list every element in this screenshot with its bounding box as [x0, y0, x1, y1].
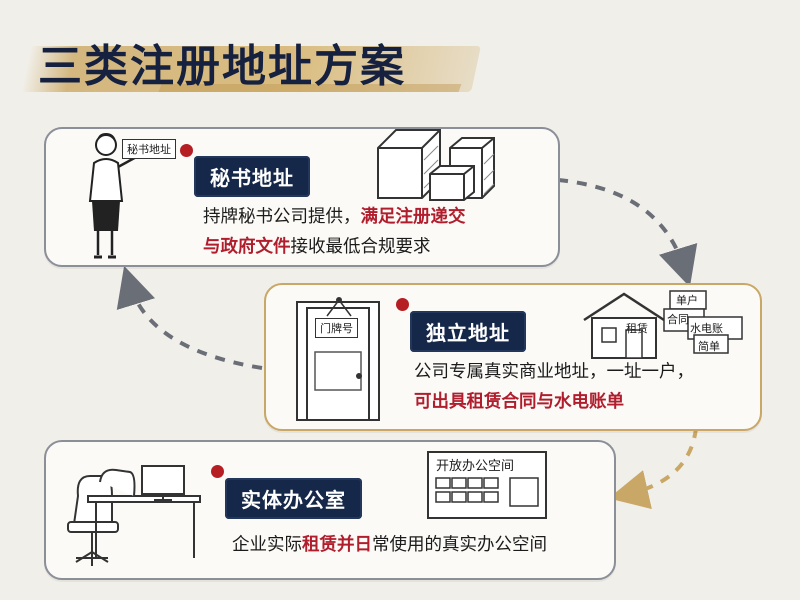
desk-chair-icon: [67, 468, 201, 566]
monitor-icon: [141, 465, 185, 501]
option-title-office: 实体办公室: [225, 478, 362, 519]
option-title-secretary: 秘书地址: [194, 156, 310, 197]
option-desc-secretary: 持牌秘书公司提供，满足注册递交 与政府文件接收最低合规要求: [203, 207, 466, 257]
bullet-dot: [211, 465, 224, 478]
option-desc-office: 企业实际租赁并日常使用的真实办公空间: [232, 535, 547, 555]
doc-label: 单户: [676, 294, 698, 307]
doc-label: 租赁: [626, 322, 648, 335]
option-title-independent: 独立地址: [410, 311, 526, 352]
doc-label: 简单: [698, 340, 720, 353]
door-number-sign: 门牌号: [315, 318, 358, 338]
open-office-label: 开放办公空间: [436, 459, 515, 474]
page-title: 三类注册地址方案: [38, 41, 406, 92]
doc-label: 水电账: [690, 322, 723, 335]
house-icon: [583, 292, 665, 359]
bullet-dot: [180, 144, 193, 157]
bullet-dot: [396, 298, 409, 311]
open-office-board-icon: [427, 451, 547, 519]
secretary-sign: 秘书地址: [122, 139, 176, 159]
option-desc-independent: 公司专属真实商业地址，一址一户， 可出具租赁合同与水电账单: [414, 362, 694, 412]
secretary-person-icon: [88, 133, 141, 259]
boxes-icon: [377, 129, 495, 201]
doc-label: 合同: [667, 313, 689, 326]
documents-icon: [663, 290, 743, 354]
door-icon: [296, 297, 380, 421]
